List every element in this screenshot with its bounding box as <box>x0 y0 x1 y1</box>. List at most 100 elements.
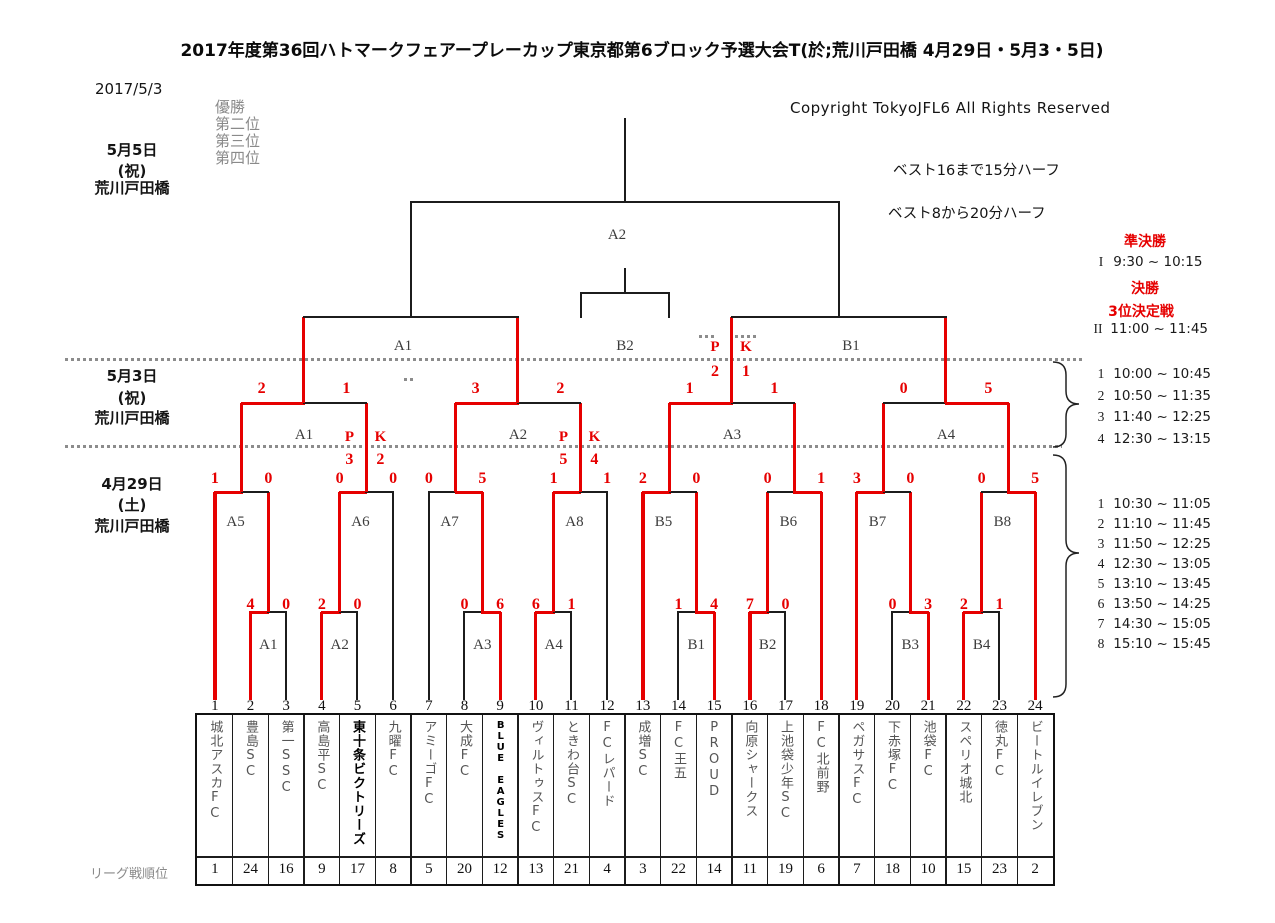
team-league-rank-17: 19 <box>777 861 793 877</box>
score-A3-left: 0 <box>460 596 469 613</box>
bracket-line-v <box>578 403 582 492</box>
team-name-8: 大成FC <box>456 720 472 780</box>
match-label-r2-A5: A5 <box>226 514 245 530</box>
team-league-rank-3: 16 <box>278 861 294 877</box>
bracket-line-h <box>748 610 769 614</box>
team-name-3: 第一SSC <box>278 720 294 796</box>
day1-slot-row-8: 8 15:10 ~ 15:45 <box>1093 636 1211 652</box>
dotted-stub <box>735 335 757 338</box>
bracket-line-v <box>248 612 252 700</box>
bracket-line-h <box>855 490 885 494</box>
bracket-line-v <box>980 492 984 612</box>
score-A2-left: 3 <box>471 380 480 397</box>
bracket-line-h <box>579 491 609 493</box>
match-label-qf-A3: A3 <box>722 427 742 443</box>
bracket-line-v <box>240 403 244 492</box>
day2-slot-row-1: 1 10:00 ~ 10:45 <box>1093 366 1211 382</box>
team-name-6: 九曜FC <box>385 720 401 780</box>
team-column-border <box>1016 715 1018 884</box>
team-name-17: 上池袋少年SC <box>777 720 793 822</box>
bracket-line-v <box>712 612 716 700</box>
match-label-sf-B1: B1 <box>842 338 860 354</box>
team-cell-18: FC北前野 <box>803 715 839 856</box>
pk-score-A6-left: 3 <box>345 451 354 468</box>
bracket-line-h <box>552 490 582 494</box>
bracket-line-h <box>267 611 288 613</box>
bracket-line-v <box>819 492 823 700</box>
bracket-line-v <box>623 118 626 202</box>
day2-venue: 荒川戸田橋 <box>94 409 170 427</box>
legend-fourth: 第四位 <box>215 149 261 167</box>
match-label-final: A2 <box>607 227 627 243</box>
match-label-r1-A1: A1 <box>259 637 278 653</box>
score-A6-left: 0 <box>335 470 344 487</box>
team-column-number-17: 17 <box>777 698 793 714</box>
bracket-line-h <box>249 610 270 614</box>
bracket-line-v <box>730 317 734 403</box>
team-cell-5: 東十条ビクトリーズ <box>340 715 376 856</box>
score-A1-left: 4 <box>246 596 255 613</box>
bracket-line-h <box>481 610 502 614</box>
score-B8-left: 0 <box>977 470 986 487</box>
bracket-line-v <box>908 492 912 612</box>
day1-slot-time-6: 13:50 ~ 14:25 <box>1109 596 1211 612</box>
bracket-line-h <box>980 611 1001 613</box>
team-column-number-18: 18 <box>813 698 829 714</box>
team-league-rank-7: 5 <box>425 861 433 877</box>
day1-slot-num-1: 1 <box>1097 496 1105 511</box>
day1-slot-row-4: 4 12:30 ~ 13:05 <box>1093 556 1211 572</box>
team-name-18: FC北前野 <box>813 720 829 794</box>
day3-date: 5月5日 <box>106 141 158 159</box>
team-cell-9: BLUE EAGLES <box>482 715 518 856</box>
bracket-line-v <box>882 403 886 492</box>
bracket-line-v <box>837 202 840 317</box>
finals-slot-1: I 9:30 ~ 10:15 <box>1093 254 1203 270</box>
score-A5-left: 1 <box>210 470 219 487</box>
team-cell-11: ときわ台SC <box>554 715 590 856</box>
league-rank-label: リーグ戦順位 <box>90 867 169 882</box>
team-column-number-9: 9 <box>496 698 504 714</box>
pk-header-p-A8: P <box>558 429 568 445</box>
team-league-rank-6: 8 <box>389 861 397 877</box>
finals-slot-2-num: II <box>1093 321 1103 336</box>
separator-day2 <box>65 358 1085 361</box>
team-name-20: 下赤塚FC <box>884 720 900 794</box>
bracket-line-h <box>409 201 840 203</box>
team-name-12: FCレパード <box>599 720 615 808</box>
day1-slot-row-1: 1 10:30 ~ 11:05 <box>1093 496 1211 512</box>
pk-header-k-A8: K <box>588 429 601 445</box>
team-cell-3: 第一SSC <box>268 715 304 856</box>
day1-slot-time-1: 10:30 ~ 11:05 <box>1109 496 1211 512</box>
team-column-number-7: 7 <box>425 698 433 714</box>
team-cell-22: スペリオ城北 <box>946 715 982 856</box>
day2-slot-time-2: 10:50 ~ 11:35 <box>1109 387 1211 404</box>
team-column-border <box>339 715 341 884</box>
score-B1-left: 1 <box>674 596 683 613</box>
team-column-number-2: 2 <box>246 698 255 714</box>
current-date-note: 2017/5/3 <box>95 80 163 98</box>
day1-slot-time-7: 14:30 ~ 15:05 <box>1109 616 1211 632</box>
team-column-number-23: 23 <box>991 698 1007 714</box>
pk-score-A8-right: 4 <box>590 451 599 468</box>
bracket-line-v <box>891 612 894 700</box>
score-B2-left: 7 <box>745 596 754 613</box>
bracket-line-v <box>498 612 502 700</box>
score-A8-right: 1 <box>603 470 612 487</box>
team-league-rank-8: 20 <box>456 861 472 877</box>
team-league-rank-10: 13 <box>528 861 544 877</box>
team-column-border <box>623 715 626 884</box>
bracket-line-v <box>1033 492 1037 700</box>
finals-slot-2: II 11:00 ~ 11:45 <box>1090 321 1209 337</box>
match-label-r2-A8: A8 <box>565 514 584 530</box>
day1-note: (土) <box>117 496 147 514</box>
score-B3-left: 0 <box>888 596 897 613</box>
bracket-line-h <box>730 402 796 404</box>
team-league-rank-20: 18 <box>884 861 900 877</box>
team-league-rank-11: 21 <box>563 861 579 877</box>
bracket-line-h <box>962 610 983 614</box>
team-cell-10: ヴィルトゥスFC <box>518 715 554 856</box>
bracket-line-v <box>454 403 458 492</box>
team-cell-6: 九曜FC <box>375 715 411 856</box>
team-name-14: FC王五 <box>670 720 686 780</box>
day1-slot-num-2: 2 <box>1097 516 1105 531</box>
